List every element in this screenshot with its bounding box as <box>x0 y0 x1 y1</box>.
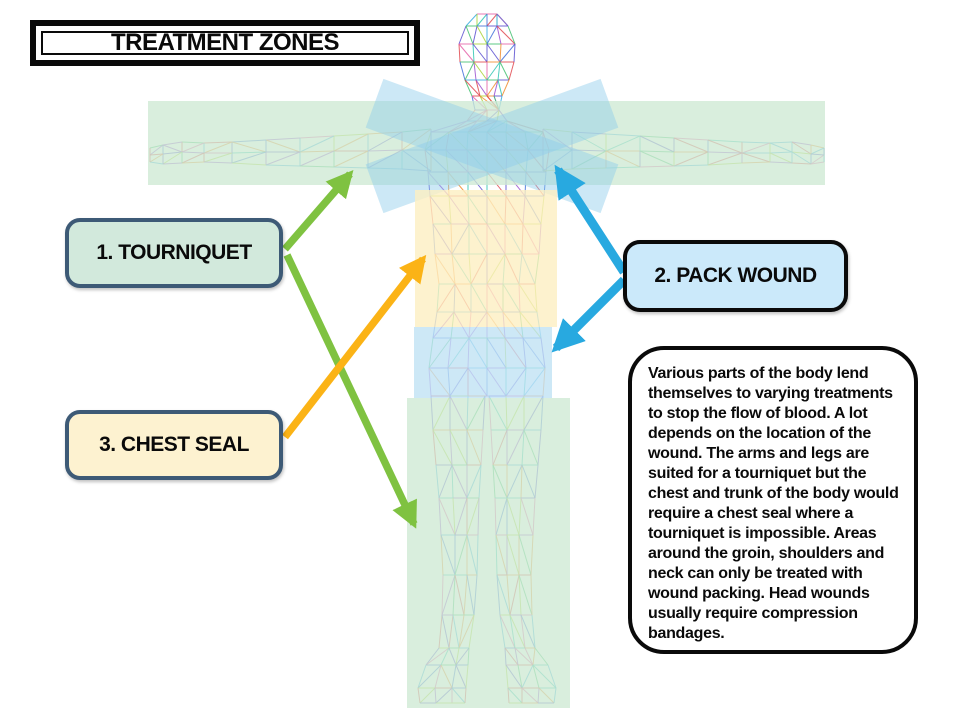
arrow-chest-seal-to-torso <box>282 254 427 440</box>
pack-wound-label-box: 2. PACK WOUND <box>623 240 848 312</box>
arrow-tourniquet-to-legs <box>283 253 418 529</box>
arrow-tourniquet-to-arms <box>282 170 354 252</box>
chest-seal-label-box: 3. CHEST SEAL <box>65 410 283 480</box>
page-title: TREATMENT ZONES <box>30 20 420 66</box>
zone-legs <box>407 398 570 708</box>
arrow-pack-wound-to-shoulder <box>554 164 628 275</box>
zone-shoulders-neck-band-right <box>365 78 619 214</box>
tourniquet-label-box: 1. TOURNIQUET <box>65 218 283 288</box>
description-text: Various parts of the body lend themselve… <box>648 365 899 642</box>
zone-arms <box>148 101 825 185</box>
zone-chest-trunk <box>415 190 557 327</box>
arrow-pack-wound-to-groin <box>551 276 628 353</box>
connector-arrows <box>282 164 628 529</box>
tourniquet-label: 1. TOURNIQUET <box>96 241 252 264</box>
description-box: Various parts of the body lend themselve… <box>628 346 918 654</box>
zone-groin <box>414 327 552 398</box>
pack-wound-label: 2. PACK WOUND <box>654 264 817 287</box>
page-title-text: TREATMENT ZONES <box>110 29 340 56</box>
chest-seal-label: 3. CHEST SEAL <box>99 433 249 456</box>
